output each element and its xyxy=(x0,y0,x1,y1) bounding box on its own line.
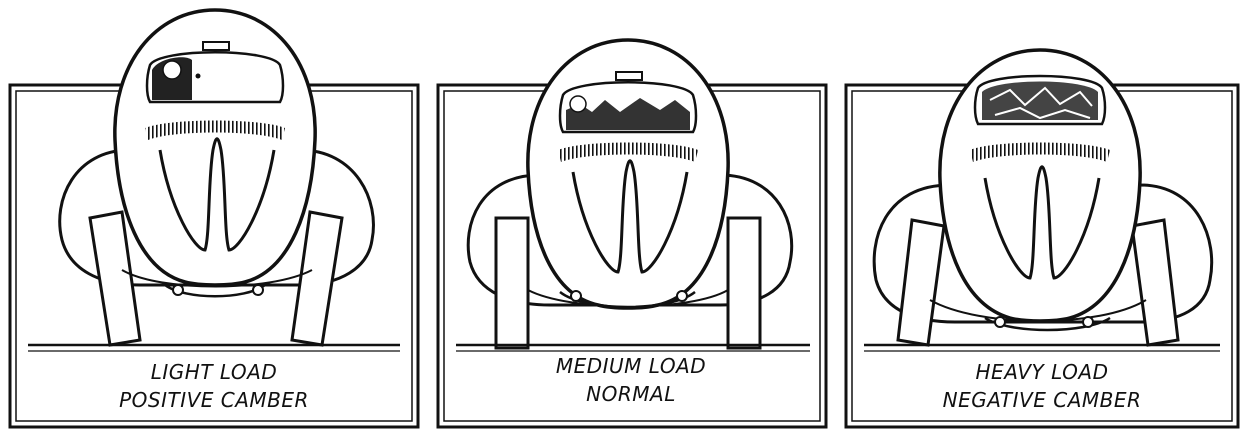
windshield-scenery xyxy=(566,98,690,130)
right-wheel xyxy=(726,216,762,350)
caption-line-2: NEGATIVE CAMBER xyxy=(942,388,1142,412)
rear-view-mirror xyxy=(615,71,643,81)
caption-line-1: HEAVY LOAD xyxy=(975,360,1109,384)
left-wheel xyxy=(88,210,142,347)
rear-view-mirror xyxy=(202,41,230,51)
caption-line-2: NORMAL xyxy=(586,382,676,406)
hood-ridge xyxy=(158,137,276,252)
dashboard-item xyxy=(162,60,182,80)
panel-light-load xyxy=(8,8,420,429)
caption-line-2: POSITIVE CAMBER xyxy=(119,388,309,412)
caption-line-1: MEDIUM LOAD xyxy=(555,354,707,378)
grill xyxy=(145,120,285,140)
panel-medium-load xyxy=(436,38,828,429)
panel-heavy-load xyxy=(844,48,1240,429)
hood-ridge xyxy=(983,165,1101,280)
hood-ridge xyxy=(571,159,689,274)
caption-heavy-load: HEAVY LOAD NEGATIVE CAMBER xyxy=(852,358,1232,414)
left-wheel xyxy=(494,216,530,350)
grill xyxy=(558,142,698,162)
right-wheel xyxy=(1130,218,1180,347)
caption-medium-load: MEDIUM LOAD NORMAL xyxy=(442,352,820,408)
caption-light-load: LIGHT LOAD POSITIVE CAMBER xyxy=(14,358,414,414)
grill xyxy=(970,142,1110,162)
caption-line-1: LIGHT LOAD xyxy=(150,360,278,384)
